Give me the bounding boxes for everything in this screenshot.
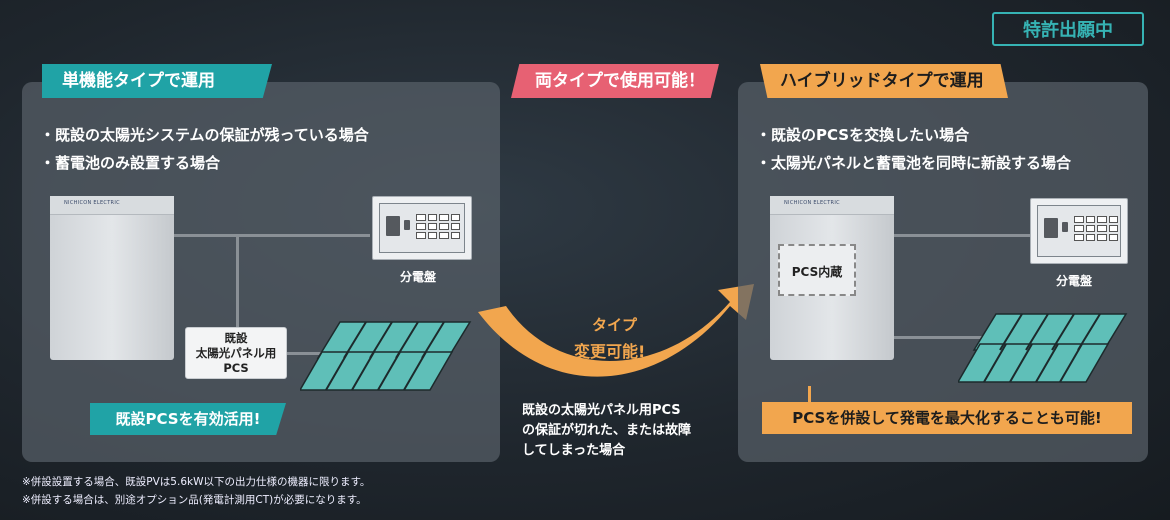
- left-bullet-1: ・既設の太陽光システムの保証が残っている場合: [40, 126, 369, 144]
- right-type-tag: ハイブリッドタイプで運用: [760, 64, 1008, 98]
- right-bullet-1: ・既設のPCSを交換したい場合: [756, 126, 970, 144]
- left-bullet-2: ・蓄電池のみ設置する場合: [40, 154, 221, 172]
- left-type-tag: 単機能タイプで運用: [42, 64, 272, 98]
- type-change-arrow: [478, 284, 754, 377]
- left-solar-panels: [300, 321, 472, 391]
- footnote-2: ※併設する場合は、別途オプション品(発電計測用CT)が必要になります。: [22, 494, 367, 506]
- pcs-inside-box: PCS内蔵: [778, 244, 856, 296]
- left-battery-cabinet: NICHICON ELECTRIC: [50, 196, 174, 360]
- center-description-line1: 既設の太陽光パネル用PCS: [522, 403, 681, 418]
- right-bullet-2: ・太陽光パネルと蓄電池を同時に新設する場合: [756, 154, 1072, 172]
- right-cabinet-brand: NICHICON ELECTRIC: [784, 200, 840, 206]
- left-callout: 既設PCSを有効活用!: [90, 403, 286, 435]
- center-both-types-tag: 両タイプで使用可能！: [511, 64, 719, 98]
- right-distribution-board: [1030, 198, 1128, 264]
- left-distribution-label: 分電盤: [400, 270, 437, 284]
- pcs-inside-label: PCS内蔵: [791, 265, 843, 279]
- right-callout-connector: [808, 386, 811, 404]
- right-solar-panels: [958, 313, 1128, 383]
- left-distribution-board: [372, 196, 472, 260]
- left-wire-top: [170, 234, 370, 237]
- right-wire-top: [890, 234, 1032, 237]
- right-distribution-label: 分電盤: [1056, 274, 1093, 288]
- existing-pcs-box: 既設 太陽光パネル用 PCS: [185, 327, 287, 379]
- right-wire-to-panel: [890, 336, 1002, 339]
- patent-pending-badge: 特許出願中: [992, 12, 1144, 46]
- right-callout: PCSを併設して発電を最大化することも可能!: [762, 402, 1132, 434]
- left-wire-vertical: [236, 234, 239, 330]
- footnote-1: ※併設設置する場合、既設PVは5.6kW以下の出力仕様の機器に限ります。: [22, 476, 371, 488]
- left-cabinet-brand: NICHICON ELECTRIC: [64, 200, 120, 206]
- center-description-line3: してしまった場合: [522, 443, 626, 458]
- center-description-line2: の保証が切れた、または故障: [522, 423, 692, 438]
- existing-pcs-line3: PCS: [223, 361, 249, 375]
- right-hybrid-cabinet: NICHICON ELECTRIC PCS内蔵: [770, 196, 894, 360]
- arrow-label-1: タイプ: [592, 316, 638, 334]
- center-description: 既設の太陽光パネル用PCS の保証が切れた、または故障 してしまった場合: [522, 401, 691, 461]
- arrow-label-2: 変更可能!: [574, 342, 646, 361]
- existing-pcs-line1: 既設: [224, 331, 248, 345]
- existing-pcs-line2: 太陽光パネル用: [195, 346, 277, 360]
